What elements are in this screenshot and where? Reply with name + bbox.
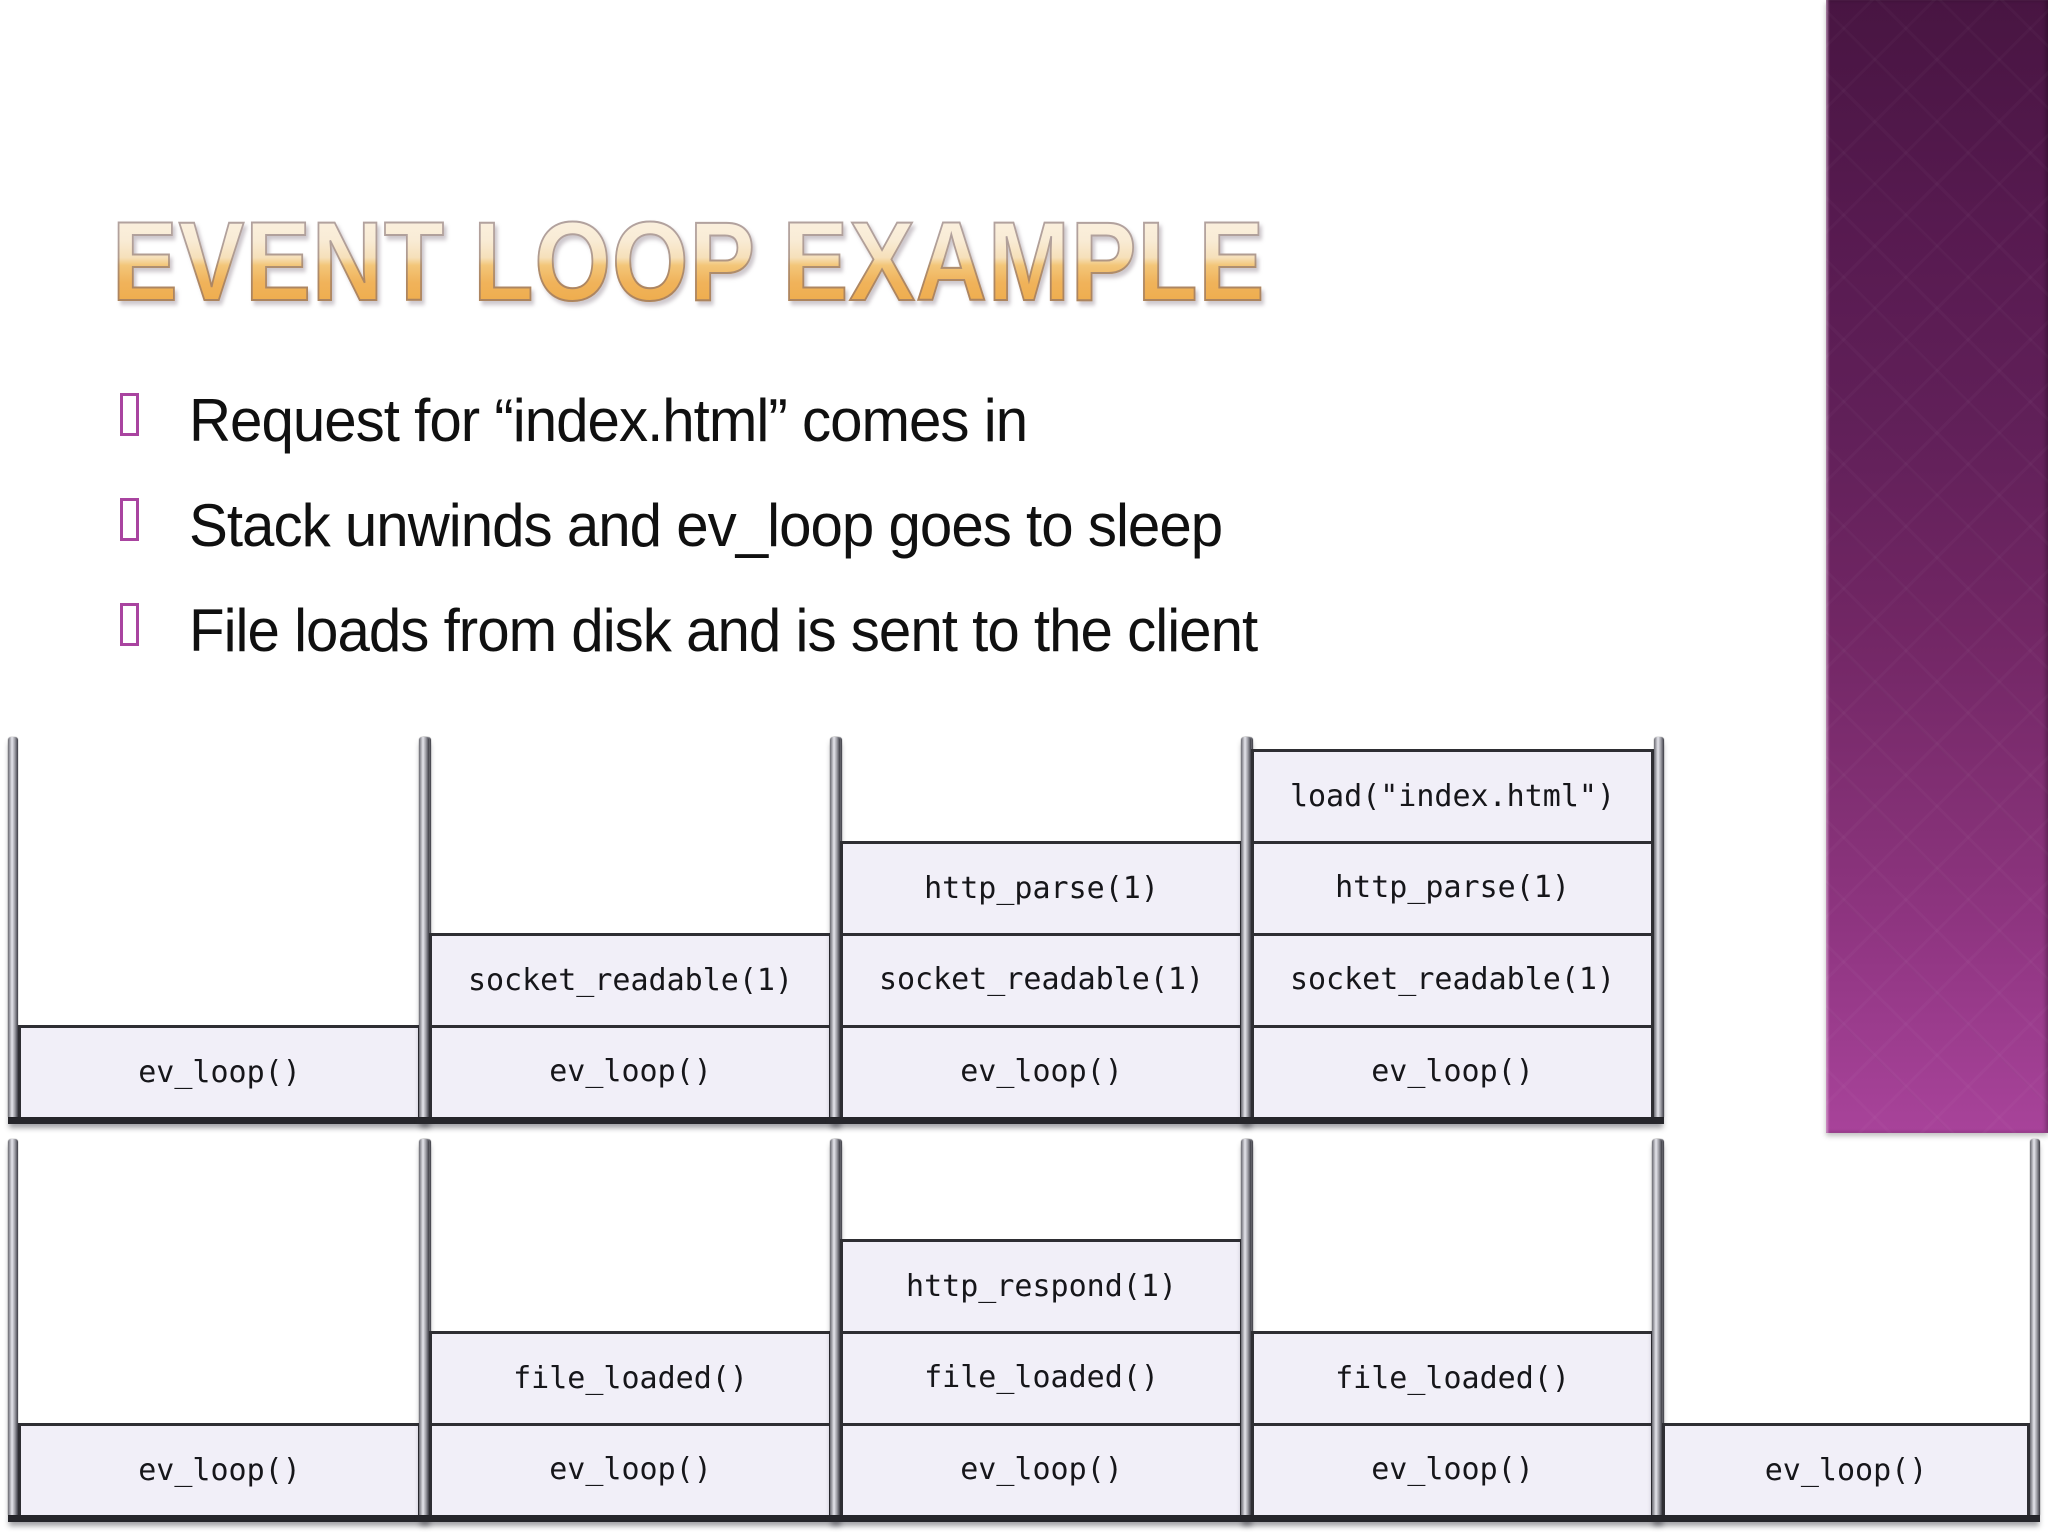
stack-frames: socket_readable(1) ev_loop()	[429, 933, 832, 1117]
call-stack-row2-4: file_loaded() ev_loop()	[1241, 1139, 1664, 1522]
stack-frames: http_respond(1) file_loaded() ev_loop()	[840, 1239, 1243, 1515]
stack-frame: socket_readable(1)	[840, 933, 1243, 1025]
stack-frame: file_loaded()	[1251, 1331, 1654, 1423]
stack-frame: ev_loop()	[429, 1423, 832, 1515]
call-stack-row2-3: http_respond(1) file_loaded() ev_loop()	[830, 1139, 1253, 1522]
stack-frames: ev_loop()	[1662, 1423, 2030, 1515]
stack-wall	[1241, 737, 1251, 1117]
stack-frames: http_parse(1) socket_readable(1) ev_loop…	[840, 841, 1243, 1117]
stack-wall	[8, 1139, 18, 1515]
accent-sidebar	[1826, 0, 2048, 1133]
stack-wall	[1241, 1139, 1251, 1515]
stack-frame: file_loaded()	[429, 1331, 832, 1423]
stack-frame: ev_loop()	[1251, 1025, 1654, 1117]
stack-frame: ev_loop()	[18, 1025, 421, 1117]
stack-frame: ev_loop()	[840, 1025, 1243, 1117]
stack-frame: socket_readable(1)	[429, 933, 832, 1025]
stack-wall	[1654, 737, 1664, 1117]
stack-frames: load("index.html") http_parse(1) socket_…	[1251, 749, 1654, 1117]
stack-frame: ev_loop()	[840, 1423, 1243, 1515]
stack-frame: http_respond(1)	[840, 1239, 1243, 1331]
stack-wall	[8, 737, 18, 1117]
bullet-square-icon	[120, 498, 139, 541]
bullet-square-icon	[120, 393, 139, 436]
bullet-item: Stack unwinds and ev_loop goes to sleep	[120, 473, 1740, 578]
call-stack-row1-1: ev_loop()	[8, 737, 431, 1124]
stack-frame: file_loaded()	[840, 1331, 1243, 1423]
stack-frames: file_loaded() ev_loop()	[1251, 1331, 1654, 1515]
stack-wall	[419, 737, 429, 1117]
stack-frame: ev_loop()	[1251, 1423, 1654, 1515]
stack-frame: ev_loop()	[1662, 1423, 2030, 1515]
call-stack-row2-5: ev_loop()	[1652, 1139, 2040, 1522]
bullet-text: Stack unwinds and ev_loop goes to sleep	[189, 492, 1223, 559]
stack-frames: ev_loop()	[18, 1025, 421, 1117]
call-stack-row1-4: load("index.html") http_parse(1) socket_…	[1241, 737, 1664, 1124]
slide-title: EVENT LOOP EXAMPLE	[111, 199, 1266, 324]
stack-frame: http_parse(1)	[1251, 841, 1654, 933]
stack-wall	[830, 737, 840, 1117]
bullet-square-icon	[120, 603, 139, 646]
call-stack-row2-2: file_loaded() ev_loop()	[419, 1139, 842, 1522]
stack-frame: ev_loop()	[18, 1423, 421, 1515]
call-stack-row1-3: http_parse(1) socket_readable(1) ev_loop…	[830, 737, 1253, 1124]
stack-frames: file_loaded() ev_loop()	[429, 1331, 832, 1515]
stack-frames: ev_loop()	[18, 1423, 421, 1515]
stack-wall	[1652, 1139, 1662, 1515]
bullet-list: Request for “index.html” comes in Stack …	[120, 368, 1740, 683]
call-stack-row1-2: socket_readable(1) ev_loop()	[419, 737, 842, 1124]
call-stack-row2-1: ev_loop()	[8, 1139, 431, 1522]
stack-frame: ev_loop()	[429, 1025, 832, 1117]
stack-wall	[2030, 1139, 2040, 1515]
bullet-item: Request for “index.html” comes in	[120, 368, 1740, 473]
stack-wall	[419, 1139, 429, 1515]
bullet-text: Request for “index.html” comes in	[189, 387, 1028, 454]
bullet-text: File loads from disk and is sent to the …	[189, 597, 1258, 664]
bullet-item: File loads from disk and is sent to the …	[120, 578, 1740, 683]
stack-wall	[830, 1139, 840, 1515]
stack-frame: load("index.html")	[1251, 749, 1654, 841]
stack-frame: http_parse(1)	[840, 841, 1243, 933]
stack-frame: socket_readable(1)	[1251, 933, 1654, 1025]
